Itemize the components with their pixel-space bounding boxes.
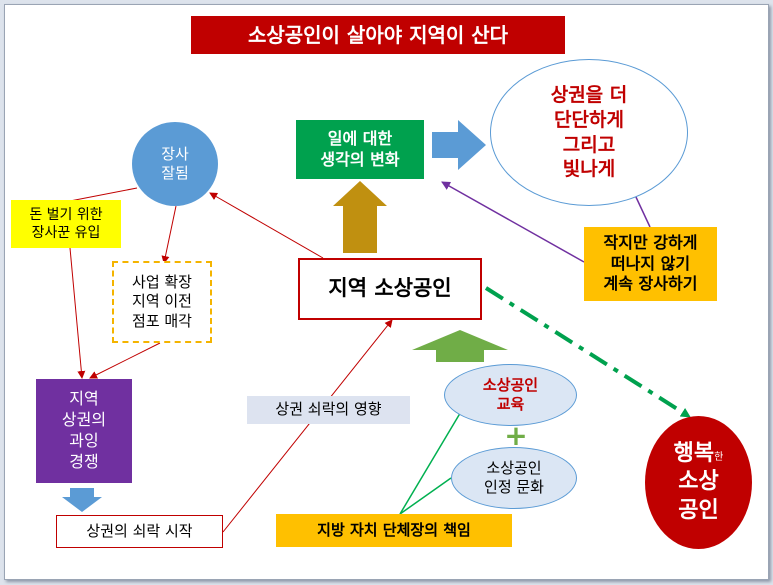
mindset-change-box: 일에 대한 생각의 변화 <box>296 120 424 179</box>
connector-expansion-to-overcompetition <box>89 342 161 379</box>
blue-down-arrow <box>62 488 102 512</box>
overcompetition-box: 지역 상권의 과잉 경쟁 <box>36 379 132 483</box>
decline-start-box: 상권의 쇠락 시작 <box>56 515 223 548</box>
connector-culture-to-gov <box>399 477 452 515</box>
happy-line3: 공인 <box>678 497 719 523</box>
happy-merchant-circle: 행복한 소상 공인 <box>645 416 752 549</box>
business-expansion-box: 사업 확장 지역 이전 점포 매각 <box>112 261 212 343</box>
connector-education-to-gov <box>399 409 463 515</box>
recognition-culture-oval: 소상공인 인정 문화 <box>451 447 577 509</box>
happy-sub: 한 <box>714 451 724 463</box>
connector-circle-to-inflow <box>69 187 138 202</box>
connector-inflow-to-overcompetition <box>69 247 86 379</box>
merchant-inflow-box: 돈 벌기 위한 장사꾼 유입 <box>11 200 121 248</box>
commercial-area-goal-oval: 상권을 더 단단하게 그리고 빛나게 <box>490 59 688 206</box>
happy-line2: 소상 <box>678 469 719 495</box>
page-title: 소상공인이 살아야 지역이 산다 <box>191 16 565 54</box>
olive-up-arrow <box>412 330 508 362</box>
plus-sign: + <box>504 419 528 452</box>
local-merchants-box: 지역 소상공인 <box>298 258 482 320</box>
connector-main-to-circle <box>209 192 324 259</box>
connector-orange-to-green <box>441 181 585 263</box>
blue-right-arrow <box>432 120 486 170</box>
local-gov-responsibility-box: 지방 자치 단체장의 책임 <box>276 514 512 547</box>
connector-circle-to-expansion <box>161 205 177 264</box>
happy-line1: 행복 <box>673 440 715 466</box>
small-strong-box: 작지만 강하게 떠나지 않기 계속 장사하기 <box>584 227 717 301</box>
gold-up-arrow <box>333 181 387 253</box>
business-good-circle: 장사 잘됨 <box>132 122 218 206</box>
education-oval: 소상공인 교육 <box>444 364 577 426</box>
connector-decline-to-main <box>222 319 393 533</box>
decline-impact-label: 상권 쇠락의 영향 <box>247 396 410 424</box>
happy-line1-wrap: 행복한 <box>674 440 724 469</box>
